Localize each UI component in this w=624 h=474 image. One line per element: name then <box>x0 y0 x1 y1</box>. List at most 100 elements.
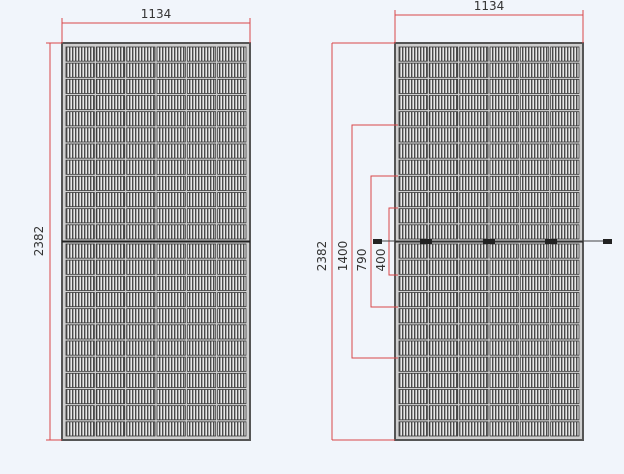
solar-cell <box>489 372 519 388</box>
solar-cell <box>65 324 95 340</box>
front-width-dimension: 1134 <box>61 7 251 43</box>
rear-width-label: 1134 <box>474 0 505 13</box>
solar-cell <box>459 356 489 372</box>
solar-cell <box>186 62 217 78</box>
solar-cell <box>459 243 489 259</box>
junction-box-icon <box>420 239 432 244</box>
solar-cell <box>65 127 95 143</box>
solar-cell <box>550 243 580 259</box>
solar-cell <box>217 224 247 240</box>
solar-cell <box>126 208 156 224</box>
solar-cell <box>126 192 156 208</box>
solar-cell <box>459 62 489 78</box>
solar-cell <box>550 192 580 208</box>
solar-cell <box>519 208 550 224</box>
solar-cell <box>459 292 489 308</box>
solar-cell <box>398 308 428 324</box>
front-height-label: 2382 <box>32 226 46 257</box>
solar-cell <box>126 421 156 437</box>
solar-cell <box>95 95 126 111</box>
solar-cell <box>398 292 428 308</box>
solar-cell <box>489 389 519 405</box>
solar-cell <box>519 356 550 372</box>
solar-cell <box>489 292 519 308</box>
solar-cell <box>550 95 580 111</box>
solar-cell <box>186 78 217 94</box>
solar-cell <box>126 224 156 240</box>
solar-cell <box>156 62 186 78</box>
solar-cell <box>186 421 217 437</box>
solar-cell <box>459 208 489 224</box>
solar-cell <box>519 78 550 94</box>
solar-cell <box>156 159 186 175</box>
solar-cell <box>398 275 428 291</box>
solar-cell <box>65 192 95 208</box>
solar-cell <box>156 292 186 308</box>
mount-1400-dimension: 1400 <box>336 124 398 359</box>
solar-cell <box>126 308 156 324</box>
solar-cell <box>186 372 217 388</box>
connector-left-icon <box>373 239 382 244</box>
solar-cell <box>217 175 247 191</box>
solar-cell <box>65 159 95 175</box>
solar-cell <box>398 78 428 94</box>
solar-cell <box>126 111 156 127</box>
solar-cell <box>428 356 459 372</box>
solar-cell <box>126 243 156 259</box>
solar-cell <box>519 308 550 324</box>
solar-cell <box>217 275 247 291</box>
solar-cell <box>489 208 519 224</box>
solar-cell <box>65 95 95 111</box>
solar-cell <box>459 259 489 275</box>
solar-cell <box>428 127 459 143</box>
solar-cell <box>156 308 186 324</box>
solar-cell <box>550 405 580 421</box>
solar-cell <box>489 78 519 94</box>
solar-cell <box>65 111 95 127</box>
solar-cell <box>186 46 217 62</box>
solar-cell <box>550 308 580 324</box>
solar-cell <box>126 62 156 78</box>
solar-cell <box>186 340 217 356</box>
solar-cell <box>65 308 95 324</box>
solar-cell <box>489 243 519 259</box>
solar-cell <box>95 356 126 372</box>
solar-cell <box>65 243 95 259</box>
solar-cell <box>550 78 580 94</box>
solar-cell <box>519 259 550 275</box>
solar-cell <box>65 78 95 94</box>
solar-cell <box>550 224 580 240</box>
solar-cell <box>95 243 126 259</box>
solar-cell <box>519 275 550 291</box>
solar-cell <box>550 208 580 224</box>
solar-cell <box>65 62 95 78</box>
solar-cell <box>550 275 580 291</box>
solar-cell <box>428 259 459 275</box>
solar-cell <box>186 356 217 372</box>
mount-790-label: 790 <box>355 249 369 272</box>
solar-cell <box>95 46 126 62</box>
solar-cell <box>398 208 428 224</box>
solar-cell <box>519 62 550 78</box>
solar-cell <box>95 292 126 308</box>
solar-cell <box>217 389 247 405</box>
solar-cell <box>489 405 519 421</box>
solar-cell <box>95 143 126 159</box>
solar-cell <box>156 127 186 143</box>
solar-cell <box>65 405 95 421</box>
solar-cell <box>156 275 186 291</box>
solar-cell <box>95 159 126 175</box>
solar-cell <box>126 95 156 111</box>
solar-cell <box>217 159 247 175</box>
solar-cell <box>217 292 247 308</box>
solar-cell <box>95 259 126 275</box>
solar-cell <box>489 224 519 240</box>
solar-cell <box>489 421 519 437</box>
solar-cell <box>156 356 186 372</box>
rear-width-dimension: 1134 <box>394 0 584 43</box>
solar-cell <box>126 78 156 94</box>
solar-cell <box>459 192 489 208</box>
solar-cell <box>217 372 247 388</box>
solar-cell <box>65 275 95 291</box>
